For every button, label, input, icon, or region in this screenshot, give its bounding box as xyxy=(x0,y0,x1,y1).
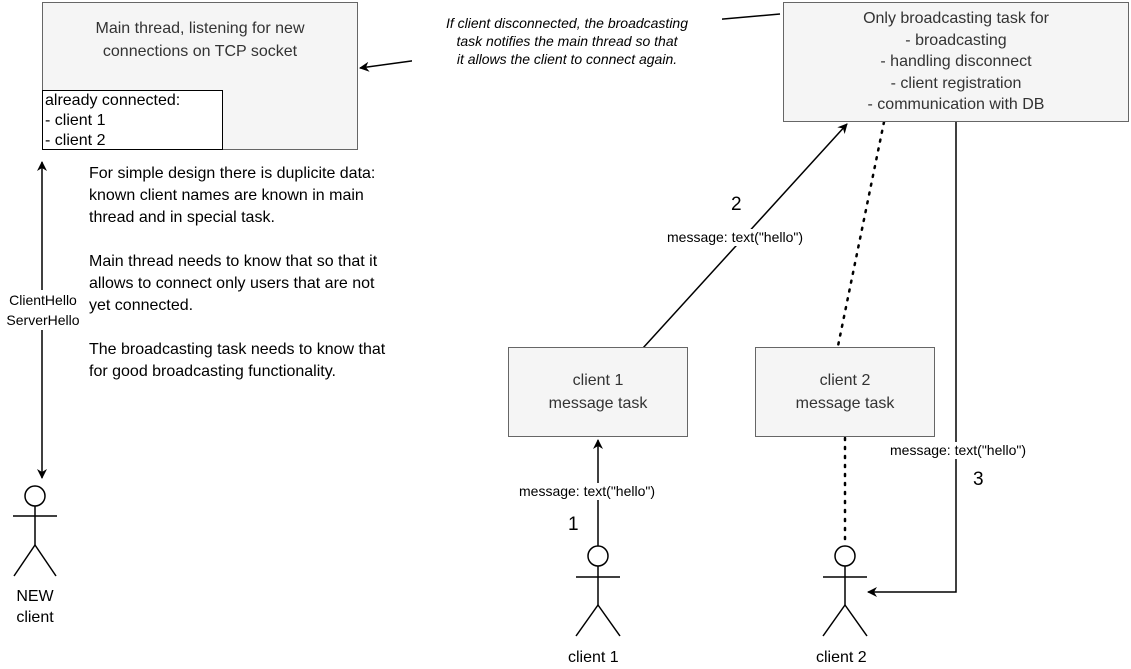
client2-actor-label: client 2 xyxy=(816,649,867,666)
main-thread-title: Main thread, listening for new connectio… xyxy=(43,17,357,63)
design-note-line: known client names are known in main xyxy=(89,187,364,204)
disconnect-note: If client disconnected, the broadcasting… xyxy=(412,14,722,68)
broadcast-task-line: - broadcasting xyxy=(905,31,1007,49)
client2-task-line: message task xyxy=(795,395,895,412)
design-note-line: For simple design there is duplicite dat… xyxy=(89,165,376,182)
client1-actor-icon xyxy=(575,545,621,637)
broadcast-task-line: - client registration xyxy=(890,74,1022,92)
client2-actor-icon xyxy=(822,545,868,637)
connected-client-item: - client 2 xyxy=(45,132,106,149)
client2-task-box[interactable]: client 2 message task xyxy=(755,347,935,437)
design-note-line: thread and in special task. xyxy=(89,209,275,226)
design-note-line: yet connected. xyxy=(89,297,194,314)
main-thread-title-line-1: Main thread, listening for new xyxy=(95,20,305,37)
broadcast-task-line: - handling disconnect xyxy=(880,53,1032,71)
disconnect-note-line: task notifies the main thread so that xyxy=(456,33,678,49)
disconnect-note-line: it allows the client to connect again. xyxy=(456,51,678,67)
connected-client-item: - client 1 xyxy=(45,112,106,129)
connected-clients-header: already connected: xyxy=(45,92,181,109)
new-client-label-line: NEW xyxy=(16,588,54,605)
client2-task-line: client 2 xyxy=(819,372,871,389)
client1-task-line: message task xyxy=(548,395,648,412)
broadcast-task-box[interactable]: Only broadcasting task for - broadcastin… xyxy=(783,2,1129,122)
design-note-line: The broadcasting task needs to know that xyxy=(89,341,386,358)
broadcast-to-task2-dotted xyxy=(836,120,886,348)
new-client-label: NEW client xyxy=(5,586,65,628)
disconnect-note-line: If client disconnected, the broadcasting xyxy=(445,15,689,31)
client1-task-box[interactable]: client 1 message task xyxy=(508,347,688,437)
broadcast-task-line: - communication with DB xyxy=(867,96,1045,114)
message-label-to-client2: message: text("hello") xyxy=(890,442,1026,459)
handshake-label-line: ServerHello xyxy=(6,312,80,328)
handshake-label: ClientHello ServerHello xyxy=(0,290,86,330)
client1-actor-label: client 1 xyxy=(568,649,619,666)
message-label-to-broadcast: message: text("hello") xyxy=(667,229,803,246)
main-thread-title-line-2: connections on TCP socket xyxy=(102,43,298,60)
step-number-3: 3 xyxy=(973,469,984,490)
new-client-label-line: client xyxy=(16,609,54,626)
handshake-label-line: ClientHello xyxy=(9,292,77,308)
connected-clients-box[interactable]: already connected: - client 1 - client 2 xyxy=(42,90,223,150)
step-number-1: 1 xyxy=(568,514,579,535)
design-note: For simple design there is duplicite dat… xyxy=(89,163,385,383)
new-client-actor-icon xyxy=(13,485,57,577)
client1-task-line: client 1 xyxy=(572,372,624,389)
design-note-line: for good broadcasting functionality. xyxy=(89,363,336,380)
step-number-2: 2 xyxy=(731,194,742,215)
design-note-line: allows to connect only users that are no… xyxy=(89,275,375,292)
message-label-client1: message: text("hello") xyxy=(519,483,655,500)
design-note-line: Main thread needs to know that so that i… xyxy=(89,253,378,270)
broadcast-task-line: Only broadcasting task for xyxy=(863,10,1049,28)
